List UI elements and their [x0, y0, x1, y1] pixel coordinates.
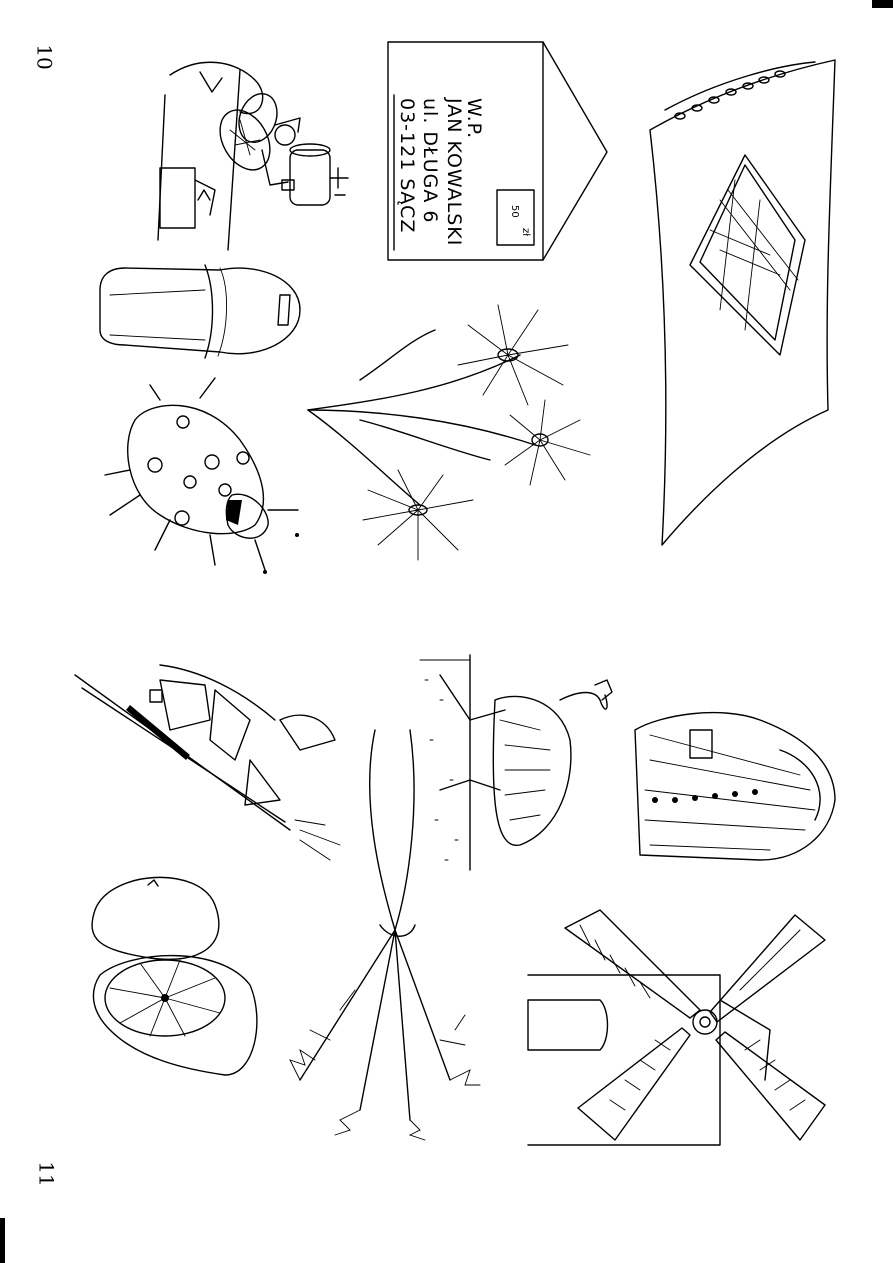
- scan-edge-mark-bottom: [0, 1218, 5, 1263]
- windmill-icon: [527, 909, 826, 1146]
- vase-icon: [99, 264, 301, 359]
- address-line-3: ul. DŁUGA 6: [419, 98, 441, 223]
- coat-icon: [634, 711, 836, 861]
- ostrich-icon: [419, 654, 613, 871]
- pillow-dots: [674, 70, 786, 120]
- stamp: [496, 189, 535, 246]
- stamp-unit: zł: [520, 228, 531, 236]
- orange-icon: [91, 876, 258, 1076]
- flower-1: [457, 304, 569, 406]
- address-line-2: JAN KOWALSKI: [443, 97, 465, 246]
- flower-2: [504, 399, 591, 486]
- address-line-4: 03-121 SĄCZ: [396, 98, 418, 233]
- knight-icon: [74, 664, 341, 861]
- fairy-icon: [157, 61, 349, 251]
- ladybug-icon: [104, 377, 299, 574]
- parsley-icon: [289, 729, 481, 1141]
- pillow-icon: [649, 59, 836, 546]
- cornflowers-icon: [307, 304, 591, 561]
- scan-edge-mark-top: [872, 0, 893, 8]
- stamp-value: 50: [509, 205, 520, 218]
- address-line-1: W.P.: [463, 98, 485, 139]
- envelope-icon: 50 zł W.P. JAN KOWALSKI ul. DŁUGA 6 03-1…: [387, 41, 608, 261]
- flower-3: [362, 469, 474, 561]
